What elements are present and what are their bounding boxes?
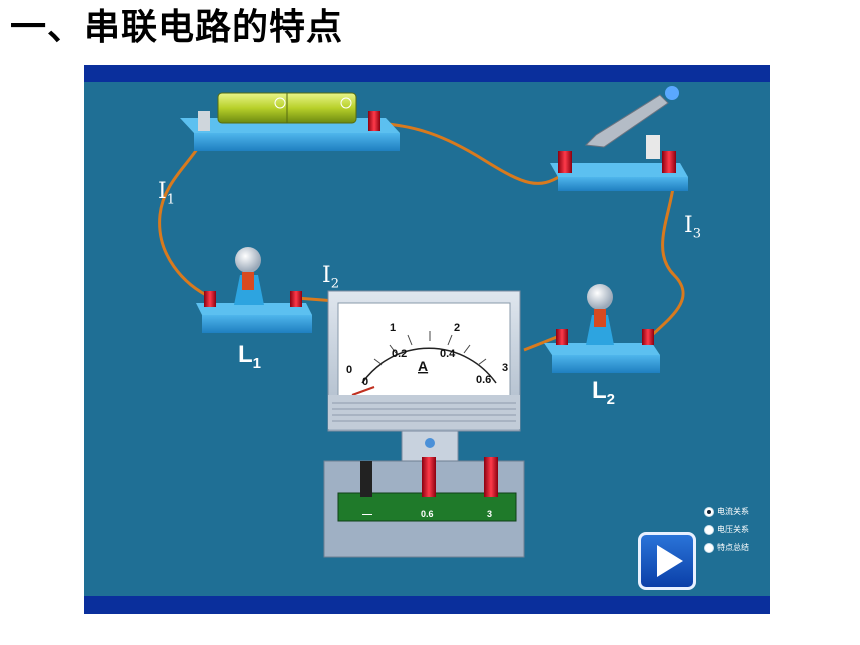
option-summary[interactable]: 特点总结 [704,539,749,557]
wire-i1 [158,126,213,300]
play-icon [657,545,683,577]
scale-upper-3: 3 [502,362,508,374]
label-l1: L1 [238,341,262,372]
scale-upper-2: 2 [454,322,460,334]
ammeter-unit: A [418,358,428,374]
terminal-3: 3 [487,509,492,519]
radio-icon [704,543,714,553]
label-i2: I2 [322,263,339,292]
wire-meter-l2 [523,333,563,352]
play-button[interactable] [638,532,696,590]
stage-bottom-bar [84,596,770,614]
ammeter [323,290,525,558]
scale-lower-2: 0.4 [440,348,456,360]
circuit-stage: 0 1 2 3 0 0.2 0.4 0.6 A — 0.6 3 I1 I2 I3… [84,65,770,614]
scale-lower-1: 0.2 [392,348,407,360]
terminal-0-6: 0.6 [421,509,434,519]
option-current-relation[interactable]: 电流关系 [704,503,749,521]
wire-top [375,121,563,185]
radio-icon [704,525,714,535]
lamp-l1 [196,247,312,333]
label-i1: I1 [158,179,175,208]
label-l2: L2 [592,377,616,408]
scale-lower-0: 0 [362,376,368,388]
option-voltage-relation[interactable]: 电压关系 [704,521,749,539]
switch [550,86,688,191]
option-list: 电流关系 电压关系 特点总结 [704,503,749,557]
terminal-minus: — [362,509,372,520]
radio-selected-icon [704,507,714,517]
scale-upper-1: 1 [390,322,396,334]
label-i3: I3 [684,213,701,242]
stage-top-bar [84,65,770,82]
battery-holder [180,92,400,151]
series-circuit-diagram: 0 1 2 3 0 0.2 0.4 0.6 A — 0.6 3 [158,86,688,558]
page-title: 一、串联电路的特点 [10,7,344,48]
scale-upper-0: 0 [346,364,352,376]
lamp-l2 [544,284,660,373]
scale-lower-3: 0.6 [476,374,491,386]
